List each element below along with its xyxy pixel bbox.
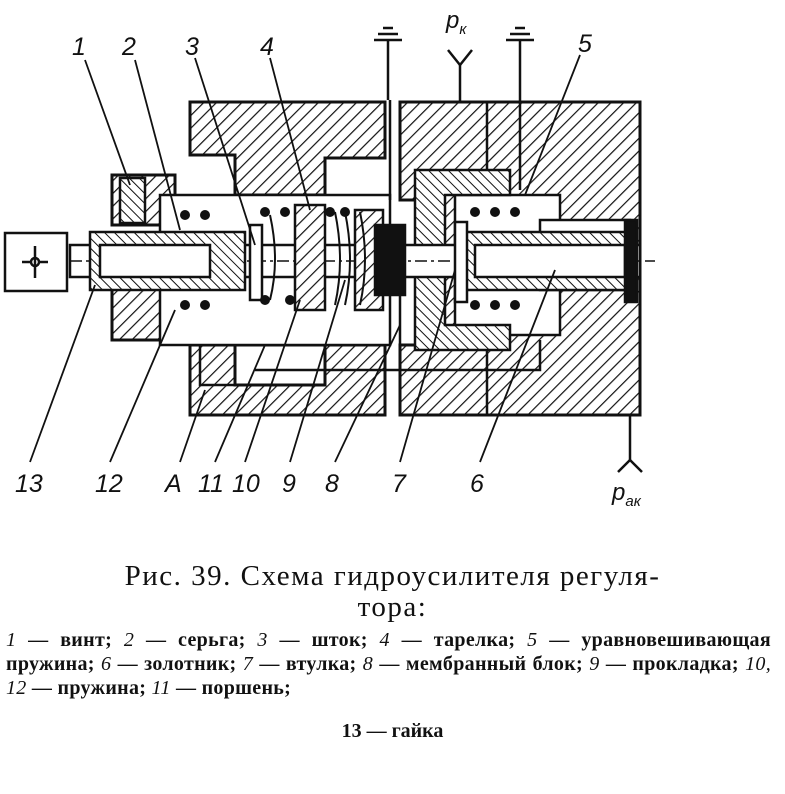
figure-caption: Рис. 39. Схема гидроусилителя регуля- то…	[0, 560, 785, 762]
callout-9: 9	[282, 470, 296, 498]
callout-12: 12	[95, 470, 123, 498]
legend-text: — золотник;	[111, 653, 243, 675]
callout-11: 11	[198, 470, 224, 498]
legend-text: — тарелка;	[389, 629, 528, 651]
legend-text: — прокладка;	[599, 653, 746, 675]
callout-A: A	[163, 470, 182, 498]
callout-1: 1	[72, 33, 86, 61]
pressure-inlet-bottom	[617, 415, 643, 473]
callout-4: 4	[260, 33, 274, 61]
springs	[180, 207, 520, 310]
callout-5: 5	[578, 30, 592, 58]
hydraulic-booster-diagram: 1 2 3 4 5 13 12 A 11 10 9 8 7 6 pк pак	[3, 7, 655, 510]
caption-title-line-2: тора:	[357, 591, 428, 623]
legend-num: 4	[379, 629, 390, 651]
pressure-inlet-top	[447, 49, 473, 102]
callout-labels: 1 2 3 4 5 13 12 A 11 10 9 8 7 6	[15, 30, 592, 498]
pistons	[248, 203, 469, 312]
legend-num: 8	[362, 653, 374, 675]
caption-legend-last: 13 — гайка	[0, 720, 785, 742]
legend-text: — втулка;	[253, 653, 363, 675]
legend-num: 3	[257, 629, 268, 651]
legend-num: 2	[123, 629, 135, 651]
legend-num: 7	[242, 653, 254, 675]
legend-text: — серьга;	[134, 629, 258, 651]
callout-2: 2	[121, 33, 136, 61]
legend-text: — винт;	[16, 629, 124, 651]
callout-10: 10	[232, 470, 260, 498]
legend-num: 13	[341, 720, 362, 742]
pressure-label-bottom: pак	[611, 479, 642, 510]
legend-num: 1	[6, 629, 17, 651]
caption-title-line-1: Рис. 39. Схема гидроусилителя регуля-	[124, 560, 661, 592]
screw-block	[118, 176, 147, 225]
legend-num: 11	[151, 677, 171, 699]
legend-text: — шток;	[267, 629, 380, 651]
legend-num: 5	[527, 629, 538, 651]
legend-text: — поршень;	[170, 677, 292, 699]
svg-text:pак: pак	[611, 479, 642, 510]
leader-lines	[29, 54, 581, 463]
drain-symbol-left	[374, 26, 402, 100]
legend-text: — уравновешивающая пружина;	[6, 629, 771, 675]
legend-text: — пружина;	[26, 677, 152, 699]
svg-text:pк: pк	[445, 7, 467, 38]
callout-8: 8	[325, 470, 339, 498]
callout-13: 13	[15, 470, 43, 498]
drain-symbol-right	[506, 26, 534, 100]
channels	[198, 100, 542, 415]
callout-7: 7	[392, 470, 407, 498]
pressure-label-top: pк	[445, 7, 467, 38]
spring-coils	[269, 211, 366, 306]
legend-num: 6	[101, 653, 112, 675]
legend-num: 10, 12	[6, 653, 771, 699]
legend-num: 9	[589, 653, 600, 675]
legend-text: — мембранный блок;	[373, 653, 590, 675]
callout-3: 3	[185, 33, 199, 61]
callout-6: 6	[470, 470, 484, 498]
caption-legend: 1 — винт; 2 — серьга; 3 — шток; 4 — таре…	[0, 628, 785, 700]
legend-text: — гайка	[361, 720, 444, 742]
end-cap-screw	[3, 231, 69, 293]
